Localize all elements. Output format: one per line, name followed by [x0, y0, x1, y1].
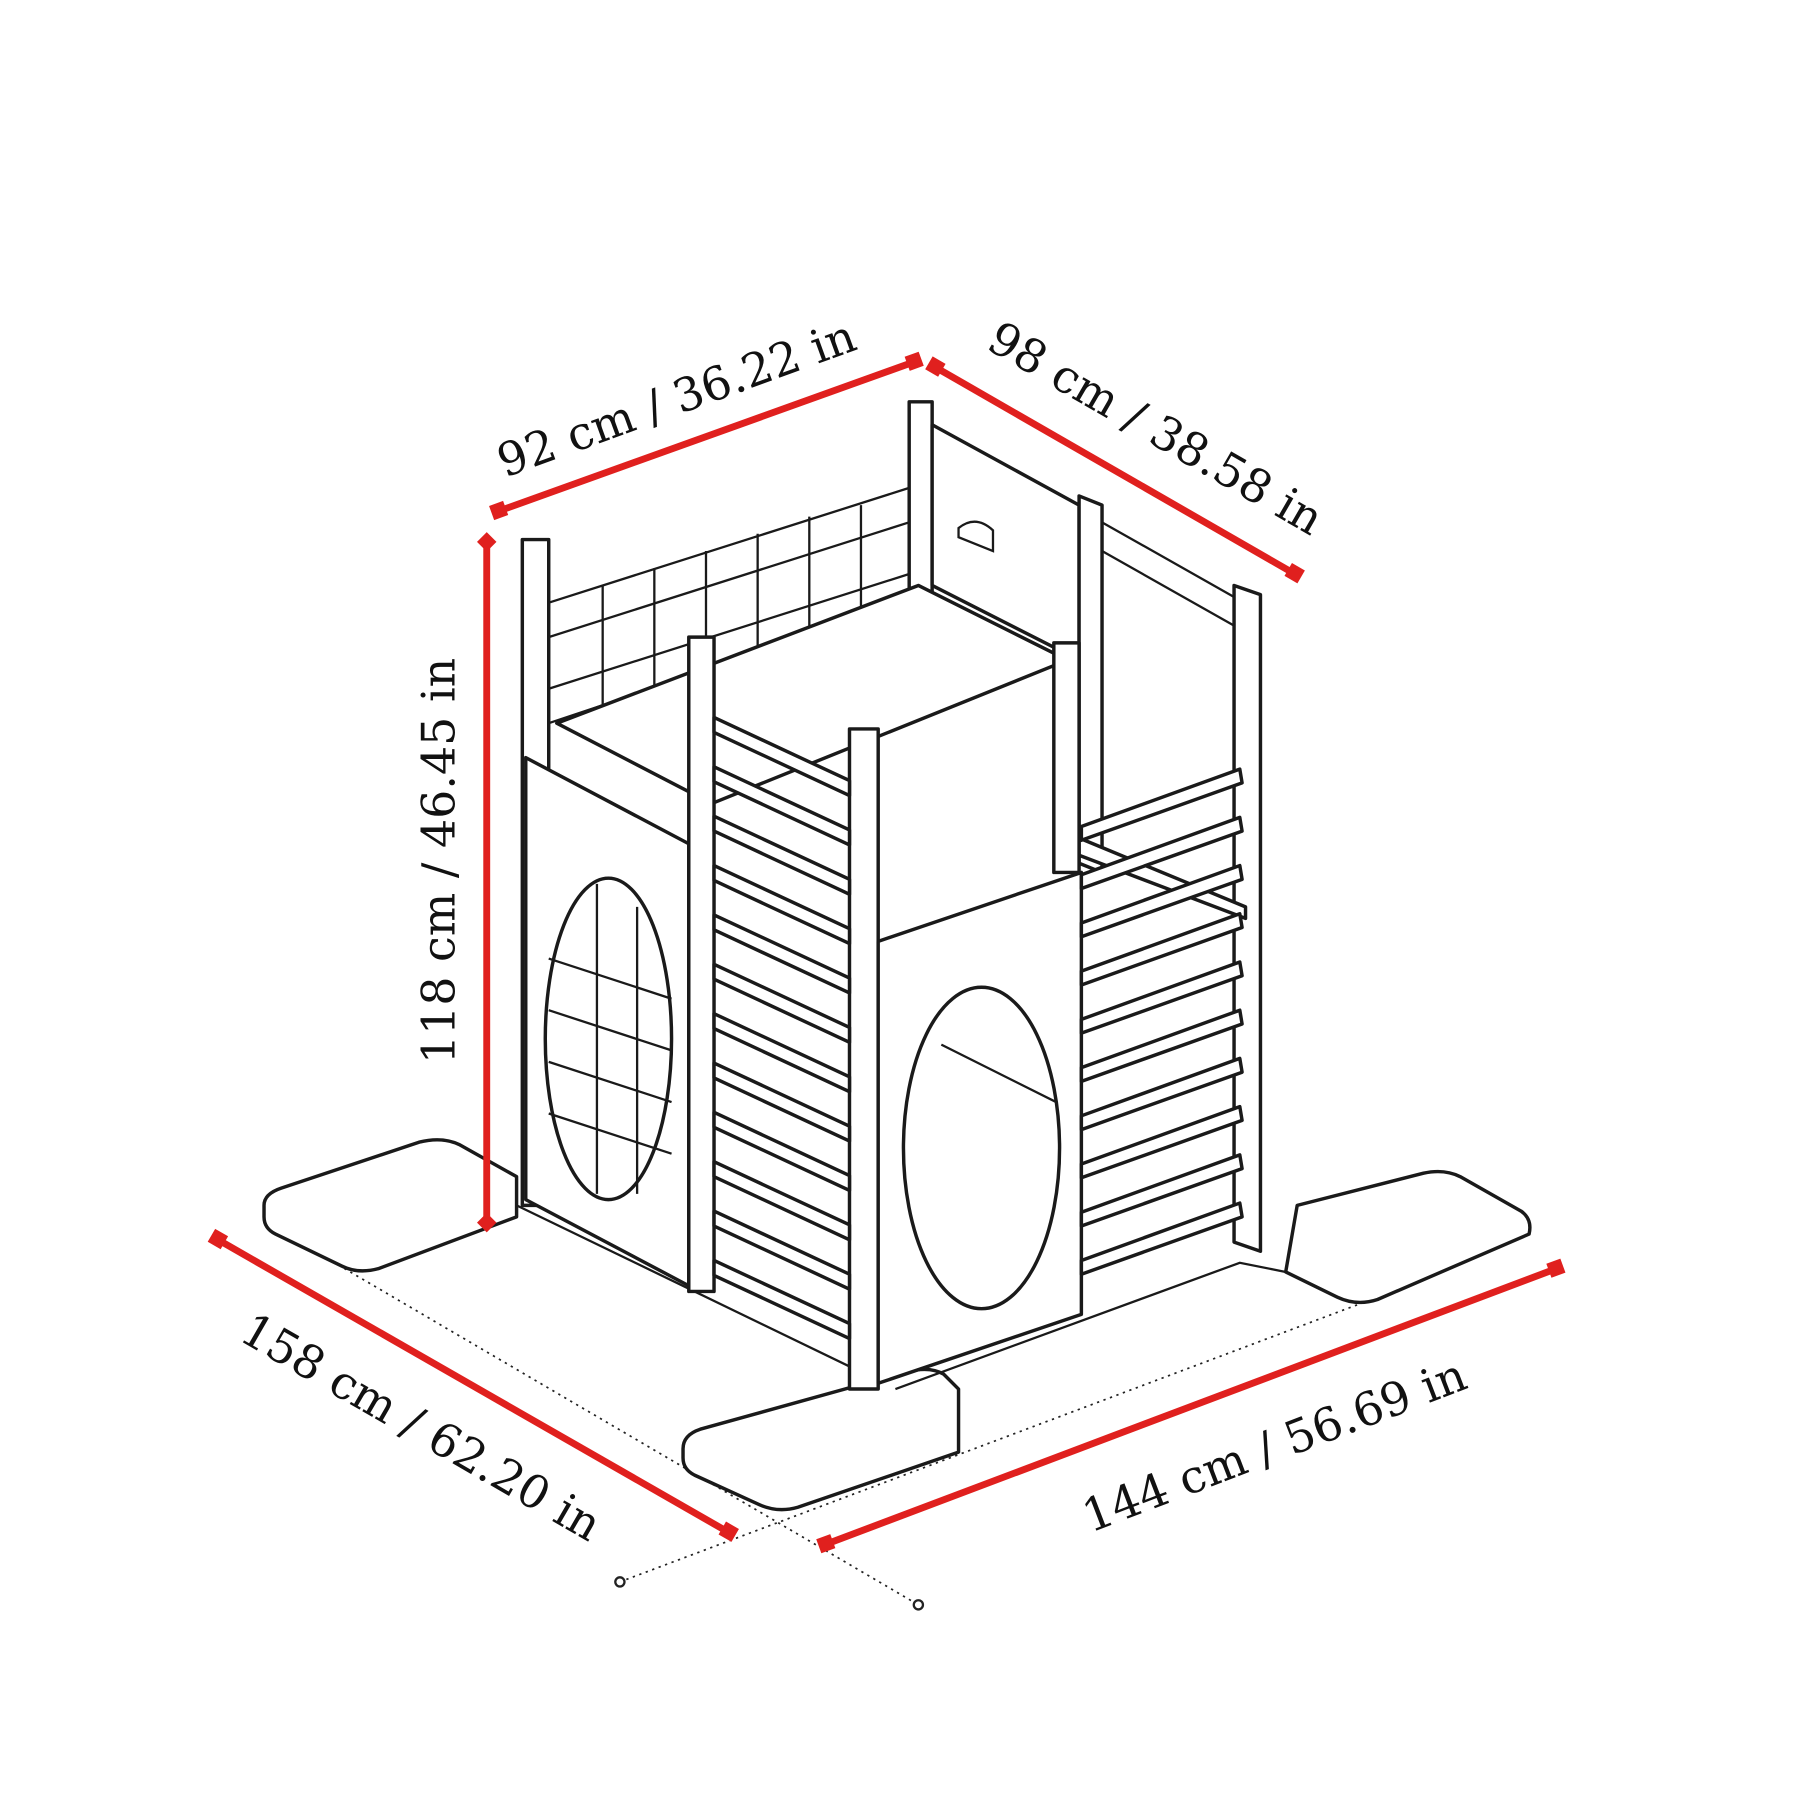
- side-rung: [1079, 960, 1244, 1035]
- ladder-rung: [712, 765, 852, 847]
- ladder-rung: [712, 1258, 852, 1341]
- ladder-rung: [712, 1061, 852, 1143]
- ladder-rung: [712, 715, 852, 798]
- side-rungs: [1079, 767, 1244, 1276]
- ladder-rung: [712, 814, 852, 896]
- dimension-height: 118 cm / 46.45 in: [412, 532, 497, 1233]
- front-porthole-panel: [876, 870, 1084, 1386]
- front-ladder: [687, 635, 1081, 1391]
- left-porthole-panel: [524, 755, 691, 1288]
- base-feet: [262, 1138, 1532, 1512]
- side-rung: [1079, 1008, 1244, 1084]
- side-rung: [1079, 863, 1244, 939]
- side-rung: [1079, 912, 1244, 987]
- ladder-rung: [712, 1011, 852, 1094]
- base-depth-label: 158 cm / 62.20 in: [232, 1302, 611, 1552]
- side-rung: [1079, 1104, 1244, 1180]
- ladder-rung: [712, 863, 852, 946]
- ladder-rung: [712, 1209, 852, 1291]
- ladder-rung: [712, 1110, 852, 1193]
- floor-guides: [343, 1267, 1378, 1611]
- side-rung: [1079, 767, 1244, 843]
- ladder-rung: [712, 1160, 852, 1242]
- side-rung: [1079, 1056, 1244, 1132]
- side-rung: [1079, 1153, 1244, 1228]
- ladder-rung: [712, 962, 852, 1045]
- side-rung: [1079, 815, 1244, 891]
- ladder-rungs: [712, 715, 852, 1341]
- dimension-top-width: 92 cm / 36.22 in: [489, 308, 924, 521]
- ladder-rung: [712, 913, 852, 995]
- side-rung: [1079, 1201, 1244, 1276]
- dimension-base-depth: 158 cm / 62.20 in: [207, 1228, 739, 1552]
- height-label: 118 cm / 46.45 in: [412, 658, 466, 1064]
